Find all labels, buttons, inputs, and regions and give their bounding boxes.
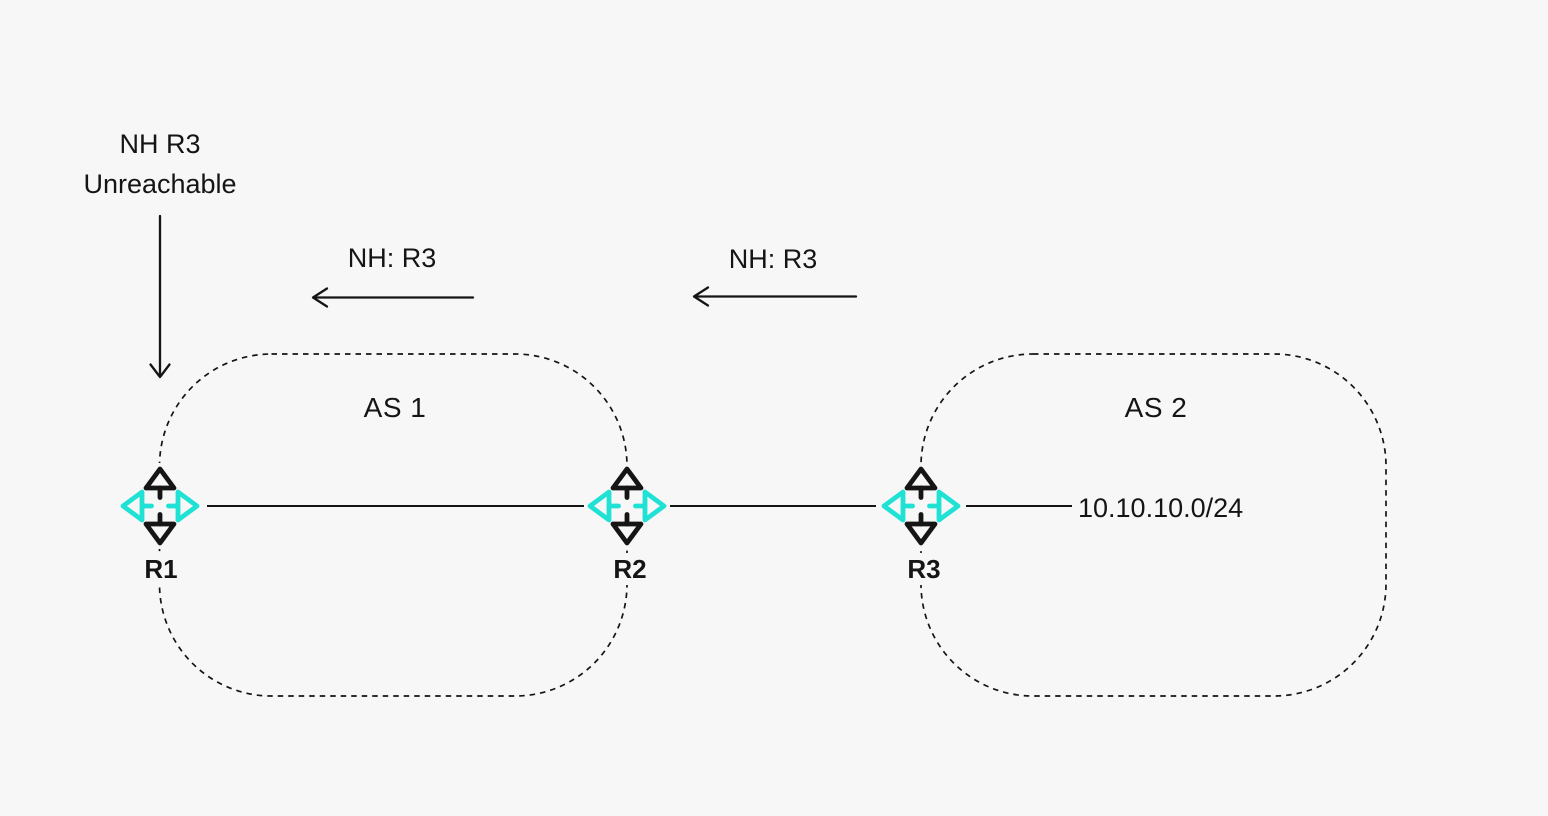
router-r2-label: R2: [607, 553, 653, 585]
as1-label: AS 1: [363, 392, 427, 423]
nh-advert-label-right: NH: R3: [728, 244, 818, 274]
prefix-label: 10.10.10.0/24: [1078, 493, 1244, 523]
unreachable-arrow: [149, 214, 171, 379]
router-r1-label: R1: [138, 553, 184, 585]
nh-advert-label-left: NH: R3: [347, 243, 437, 273]
as2-boundary: [920, 353, 1387, 697]
as2-label: AS 2: [1124, 392, 1188, 423]
router-r2-icon: [584, 463, 670, 549]
router-r1-icon: [117, 463, 203, 549]
unreachable-note-line2: Unreachable: [83, 169, 237, 199]
router-r3-label: R3: [901, 553, 947, 585]
nh-advert-arrow-right: [692, 286, 858, 307]
router-r3-icon: [878, 463, 964, 549]
unreachable-note-line1: NH R3: [119, 129, 201, 159]
nh-advert-arrow-left: [311, 287, 475, 308]
unreachable-note: NH R3 Unreachable: [83, 124, 236, 204]
